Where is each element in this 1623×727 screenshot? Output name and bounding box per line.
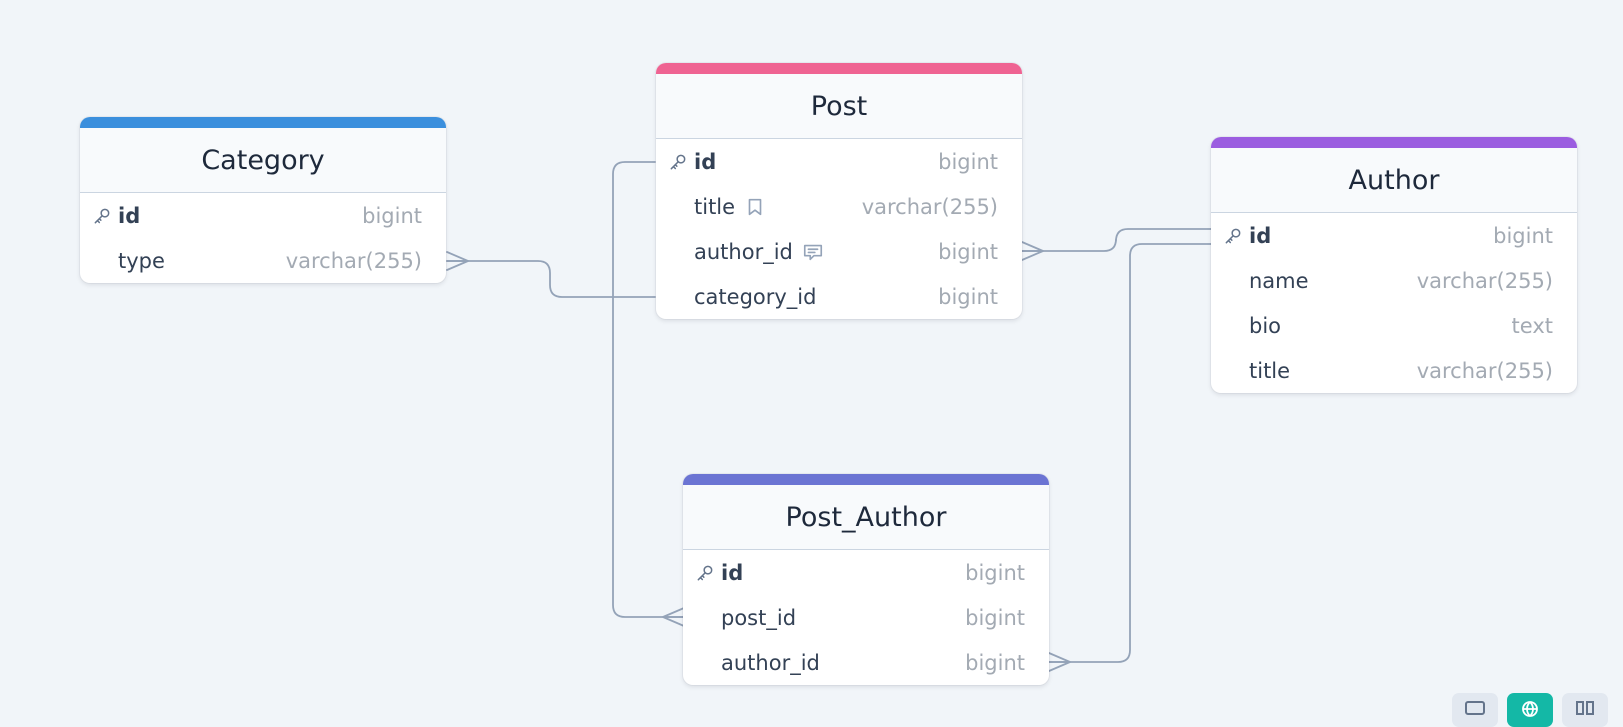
layout-grid-button[interactable] (1562, 693, 1608, 727)
field-row-type[interactable]: type varchar(255) (80, 238, 446, 283)
crowfoot-postauthor-author-id (1048, 652, 1071, 672)
table-title[interactable]: Post (656, 74, 1022, 139)
field-row-id[interactable]: id bigint (80, 193, 446, 238)
field-row-id[interactable]: id bigint (656, 139, 1022, 184)
table-category[interactable]: Category id bigint type varchar(255) (80, 117, 446, 283)
field-name: id (694, 149, 717, 174)
field-name: author_id (721, 650, 820, 675)
minimap-button[interactable] (1452, 693, 1498, 727)
field-row-title[interactable]: title varchar(255) (656, 184, 1022, 229)
comment-icon[interactable] (802, 241, 824, 263)
field-row-post-id[interactable]: post_id bigint (683, 595, 1049, 640)
field-row-id[interactable]: id bigint (683, 550, 1049, 595)
table-post[interactable]: Post id bigint title varchar(255) author… (656, 63, 1022, 319)
field-row-author-id[interactable]: author_id bigint (683, 640, 1049, 685)
field-type: bigint (1493, 223, 1553, 248)
canvas-toolbar (1452, 693, 1608, 727)
field-type: varchar(255) (1416, 268, 1553, 293)
table-post-author[interactable]: Post_Author id bigint post_id bigint aut… (683, 474, 1049, 685)
crowfoot-category-type (446, 251, 469, 271)
field-type: varchar(255) (285, 248, 422, 273)
minimap-icon (1465, 701, 1485, 715)
layout-grid-icon (1576, 701, 1594, 715)
field-name: author_id (694, 239, 793, 264)
field-name: id (118, 203, 141, 228)
field-row-category-id[interactable]: category_id bigint (656, 274, 1022, 319)
table-color-bar (656, 63, 1022, 74)
table-title[interactable]: Author (1211, 148, 1577, 213)
field-type: bigint (965, 650, 1025, 675)
field-name: post_id (721, 605, 797, 630)
field-row-author-id[interactable]: author_id bigint (656, 229, 1022, 274)
key-icon (1225, 228, 1241, 244)
bookmark-icon[interactable] (744, 196, 766, 218)
field-name: title (1249, 358, 1291, 383)
field-name: title (694, 194, 736, 219)
field-type: bigint (938, 239, 998, 264)
table-color-bar (1211, 137, 1577, 148)
field-name: name (1249, 268, 1309, 293)
edge-post-category[interactable] (446, 260, 656, 298)
field-type: bigint (362, 203, 422, 228)
table-color-bar (683, 474, 1049, 485)
table-author[interactable]: Author id bigint name varchar(255) bio t… (1211, 137, 1577, 393)
field-name: id (1249, 223, 1272, 248)
field-type: varchar(255) (1416, 358, 1553, 383)
field-type: bigint (938, 149, 998, 174)
field-type: bigint (938, 284, 998, 309)
table-color-bar (80, 117, 446, 128)
globe-icon (1522, 701, 1538, 717)
field-type: varchar(255) (861, 194, 998, 219)
globe-button[interactable] (1507, 693, 1553, 727)
crowfoot-post-author-id (1021, 241, 1044, 261)
field-name: category_id (694, 284, 817, 309)
field-type: text (1511, 313, 1553, 338)
field-row-id[interactable]: id bigint (1211, 213, 1577, 258)
field-name: bio (1249, 313, 1282, 338)
field-type: bigint (965, 605, 1025, 630)
field-name: id (721, 560, 744, 585)
key-icon (94, 208, 110, 224)
field-row-name[interactable]: name varchar(255) (1211, 258, 1577, 303)
key-icon (697, 565, 713, 581)
table-title[interactable]: Post_Author (683, 485, 1049, 550)
edge-author-post[interactable] (1021, 228, 1212, 252)
crowfoot-postauthor-post-id (662, 607, 685, 627)
field-name: type (118, 248, 165, 273)
key-icon (670, 154, 686, 170)
field-row-bio[interactable]: bio text (1211, 303, 1577, 348)
field-row-title[interactable]: title varchar(255) (1211, 348, 1577, 393)
edge-author-postauthor[interactable] (1048, 243, 1212, 663)
field-type: bigint (965, 560, 1025, 585)
table-title[interactable]: Category (80, 128, 446, 193)
